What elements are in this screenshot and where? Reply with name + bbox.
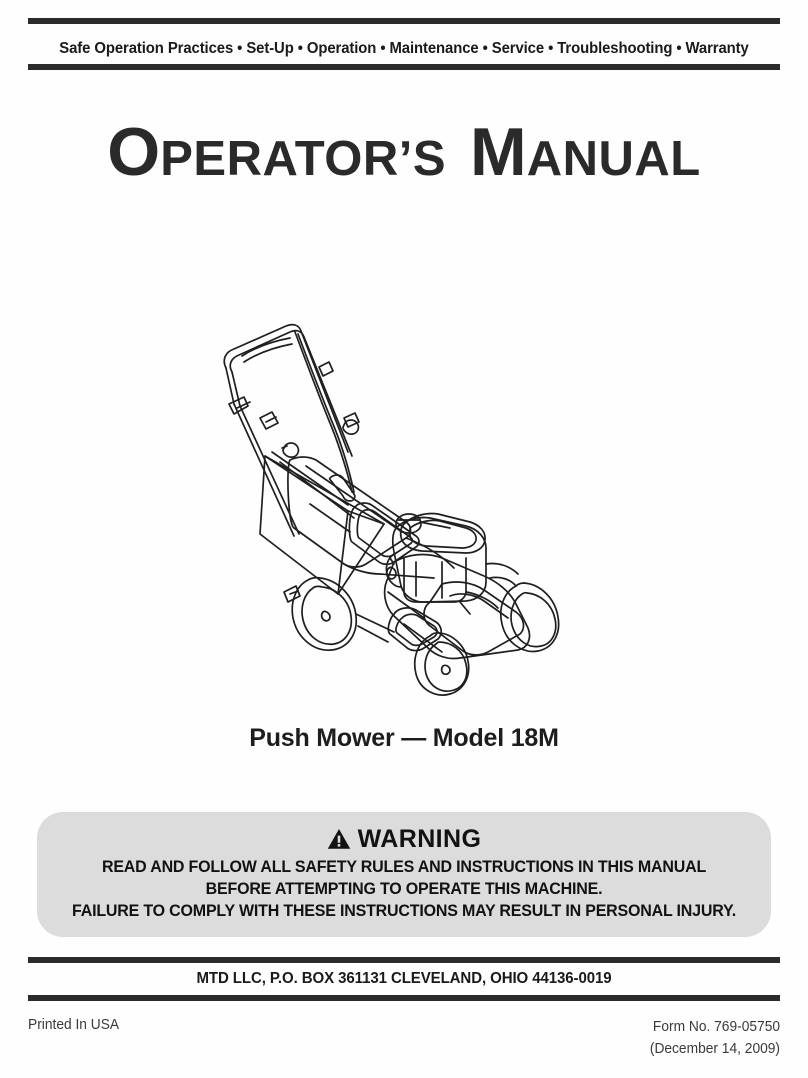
header-rule-top [28,18,780,24]
warning-panel: WARNING READ AND FOLLOW ALL SAFETY RULES… [37,812,771,937]
title-word1-capital: O [107,114,161,190]
warning-line-1: READ AND FOLLOW ALL SAFETY RULES AND INS… [101,858,707,877]
header-rule-bottom [28,64,780,70]
warning-line-2: BEFORE ATTEMPTING TO OPERATE THIS MACHIN… [205,880,603,899]
warning-heading-row: WARNING [37,826,771,852]
form-date: (December 14, 2009) [649,1040,780,1057]
title-word1-smallcaps: PERATOR’S [160,132,447,186]
printed-in-usa: Printed In USA [28,1017,120,1033]
footer-rule-bottom [28,995,780,1001]
title-word2-capital: M [470,114,527,190]
product-model-line: Push Mower — Model 18M [249,724,559,752]
warning-triangle-icon [327,829,350,849]
push-mower-illustration [198,296,610,696]
form-info: Form No. 769-05750 (December 14, 2009) [650,1017,780,1061]
warning-body: READ AND FOLLOW ALL SAFETY RULES AND INS… [48,857,760,923]
form-number: Form No. 769-05750 [652,1019,780,1035]
warning-line-3: FAILURE TO COMPLY WITH THESE INSTRUCTION… [72,902,736,921]
warning-heading-text: WARNING [357,825,482,853]
header-band: Safe Operation Practices • Set-Up • Oper… [0,18,808,70]
title-word2-smallcaps: ANUAL [526,132,701,186]
header-topics-line: Safe Operation Practices • Set-Up • Oper… [59,40,749,57]
company-address: MTD LLC, P.O. BOX 361131 CLEVELAND, OHIO… [196,970,612,987]
footer-rule-top [28,957,780,963]
